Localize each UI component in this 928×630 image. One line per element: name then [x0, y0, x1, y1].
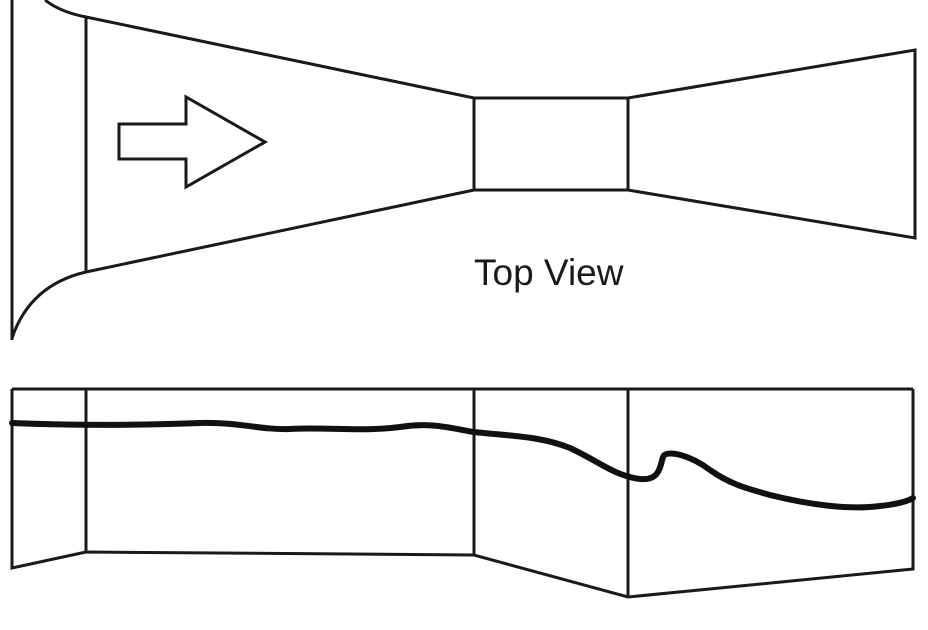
- top-view-label: Top View: [474, 252, 624, 293]
- contraction-section: [84, 15, 476, 274]
- inlet-top-curve: [44, 0, 87, 19]
- side-view-outline: [10, 389, 915, 599]
- top-view: Top View: [10, 0, 917, 340]
- flow-direction-arrow-icon: [117, 94, 269, 190]
- flow-streamline: [9, 419, 916, 511]
- diffuser-section: [627, 48, 917, 240]
- side-view: [9, 387, 916, 599]
- inlet-bottom-curve: [10, 270, 87, 339]
- test-section: [472, 96, 630, 192]
